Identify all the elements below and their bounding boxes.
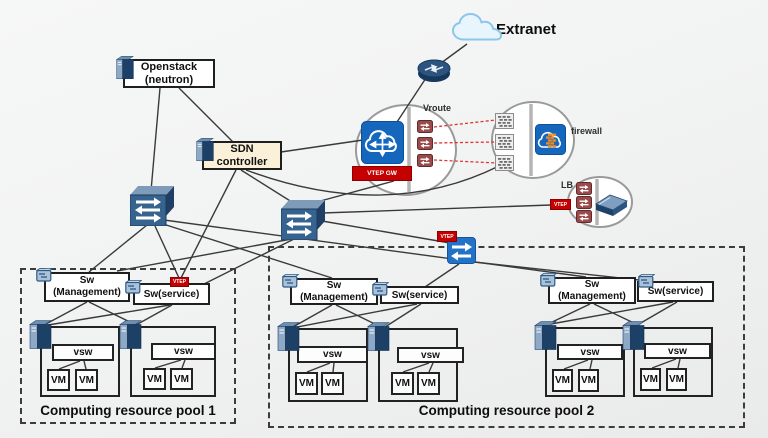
vm-box: VM xyxy=(417,372,440,395)
sw-mgmt-line2: (Management) xyxy=(300,291,368,303)
firewall-label: firewall xyxy=(571,126,603,136)
extranet-label: Extranet xyxy=(496,21,557,38)
openstack-server-icon xyxy=(115,55,135,80)
sdn-label-line1: SDN xyxy=(230,142,254,155)
openstack-label-line2: (neutron) xyxy=(144,73,194,86)
vsw-box: vsw xyxy=(151,343,216,360)
vm-box: VM xyxy=(295,372,318,395)
pool2b-server-group-1 xyxy=(545,327,625,397)
sw-service-icon xyxy=(638,274,655,288)
vm-box: VM xyxy=(143,368,166,390)
vxlan-gateway-icon xyxy=(361,121,404,164)
sw-mgmt-line1: Sw xyxy=(326,279,342,291)
internet-router-icon xyxy=(416,56,452,84)
pool2a-server-group-2 xyxy=(378,328,458,402)
lb-router-icon xyxy=(576,182,592,195)
sw-service-label: Sw(service) xyxy=(647,286,704,297)
pool2-title: Computing resource pool 2 xyxy=(418,403,595,418)
vm-box: VM xyxy=(321,372,344,395)
host-server-icon xyxy=(621,321,646,350)
host-server-icon xyxy=(533,321,558,350)
pool1-server-group-1 xyxy=(40,326,120,397)
firewall-cloud-icon xyxy=(535,124,566,155)
pool2b-server-group-2 xyxy=(633,327,713,397)
openstack-node: Openstack (neutron) xyxy=(123,59,215,88)
lb-router-icon xyxy=(576,196,592,209)
pool1-sw-service: Sw(service) xyxy=(133,283,210,305)
core-switch-left-icon xyxy=(130,186,174,226)
vm-box: VM xyxy=(47,369,70,391)
vsw-box: vsw xyxy=(52,344,114,361)
lb-appliance-icon xyxy=(595,191,628,217)
vm-box: VM xyxy=(391,372,414,395)
pool2a-server-group-1 xyxy=(288,328,368,402)
pool2b-sw-management: Sw (Management) xyxy=(548,277,636,304)
vrouter-icon xyxy=(417,137,433,150)
sw-mgmt-line1: Sw xyxy=(79,274,95,286)
pool2b-sw-service: Sw(service) xyxy=(637,281,714,302)
vm-box: VM xyxy=(666,368,687,391)
sw-service-label: Sw(service) xyxy=(391,289,448,301)
sdn-label-line2: controller xyxy=(216,155,268,168)
sw-mgmt-line2: (Management) xyxy=(558,290,626,302)
host-server-icon xyxy=(366,322,391,351)
pool1-server-group-2 xyxy=(130,326,216,397)
sdn-controller-node: SDN controller xyxy=(202,141,282,170)
sw-mgmt-line2: (Management) xyxy=(53,287,121,298)
vm-box: VM xyxy=(75,369,98,391)
sw-mgmt-icon xyxy=(282,274,299,288)
host-server-icon xyxy=(276,322,301,351)
pool2a-sw-management: Sw (Management) xyxy=(290,278,378,305)
pool1-title: Computing resource pool 1 xyxy=(40,403,216,418)
vsw-box: vsw xyxy=(557,344,623,360)
pool1-sw-management: Sw (Management) xyxy=(44,272,130,302)
vm-box: VM xyxy=(170,368,193,390)
sw-mgmt-icon xyxy=(540,273,557,287)
sw-mgmt-line1: Sw xyxy=(584,278,600,290)
vsw-box: vsw xyxy=(397,347,464,363)
pool2a-sw-service: Sw(service) xyxy=(380,286,459,304)
sdn-server-icon xyxy=(195,137,215,162)
host-server-icon xyxy=(28,320,53,349)
vrouter-icon xyxy=(417,120,433,133)
sw-service-label: Sw(service) xyxy=(143,288,200,300)
vroute-label: Vroute xyxy=(423,103,452,113)
vm-box: VM xyxy=(640,368,661,391)
pool1-service-vtep-badge: VTEP xyxy=(170,277,189,287)
vsw-box: vsw xyxy=(297,346,368,363)
lb-router-icon xyxy=(576,210,592,223)
vm-box: VM xyxy=(552,369,573,392)
sw-service-icon xyxy=(372,282,389,296)
subnet-grid-icon xyxy=(495,113,514,129)
pool2-boundary xyxy=(268,246,745,428)
pool1-boundary xyxy=(20,268,236,424)
host-server-icon xyxy=(118,320,143,349)
subnet-grid-icon xyxy=(495,155,514,171)
spine-vtep-badge: VTEP xyxy=(437,231,457,242)
sw-mgmt-icon xyxy=(36,268,53,282)
sw-service-icon xyxy=(125,280,142,294)
lb-vtep-badge: VTEP xyxy=(550,199,571,210)
vrouter-icon xyxy=(417,154,433,167)
openstack-label-line1: Openstack xyxy=(140,60,198,73)
vtep-switch-icon xyxy=(447,237,476,264)
core-switch-right-icon xyxy=(281,200,325,240)
lb-label: LB xyxy=(561,180,573,190)
extranet-cloud-icon xyxy=(450,11,504,45)
vsw-box: vsw xyxy=(644,343,711,359)
vm-box: VM xyxy=(578,369,599,392)
subnet-grid-icon xyxy=(495,134,514,150)
vtep-gw-badge: VTEP GW xyxy=(352,166,412,181)
black-links xyxy=(45,43,681,373)
